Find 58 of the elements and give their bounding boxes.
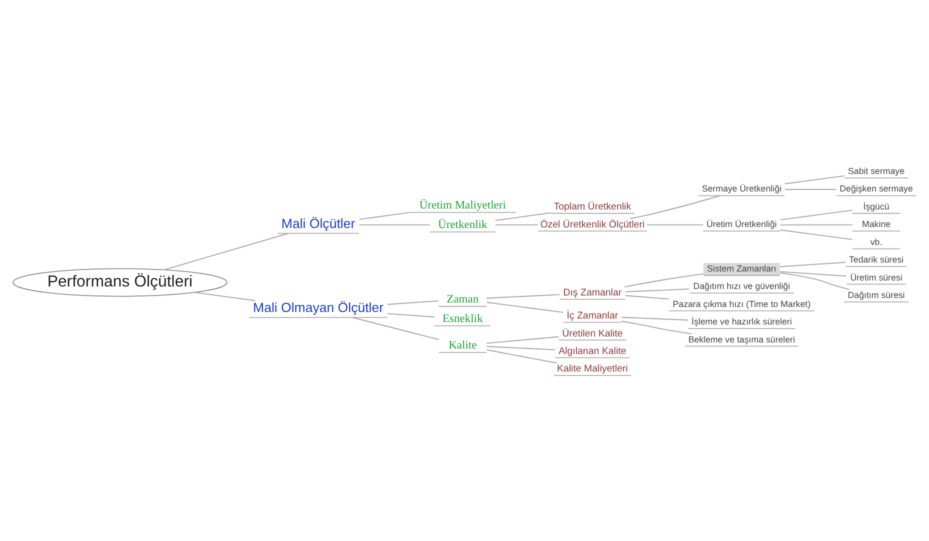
connector <box>486 302 564 313</box>
connector <box>622 320 692 334</box>
node-text: Mali Ölçütler <box>281 216 356 231</box>
connector <box>625 288 690 292</box>
node-text: Dağıtım hızı ve güvenliği <box>693 281 790 292</box>
connector <box>486 346 555 350</box>
node-text: Üretim Maliyetleri <box>419 199 506 212</box>
node-text: Toplam Üretkenlik <box>554 202 632 213</box>
node-text: Algılanan Kalite <box>558 346 626 358</box>
node-text: İşgücü <box>863 201 890 212</box>
connector <box>194 292 256 302</box>
node-text: Değişken sermaye <box>840 184 913 194</box>
node-text: Üretim Üretkenliği <box>706 219 777 230</box>
connector <box>784 188 836 190</box>
node-text: İşleme ve hazırlık süreleri <box>692 316 792 327</box>
node-text: Dağıtım süresi <box>848 290 905 300</box>
node-text: Sabit sermaye <box>848 166 905 176</box>
connector <box>388 313 435 318</box>
connector <box>359 224 430 226</box>
node-text: vb. <box>870 236 882 247</box>
node-text: Makine <box>862 219 891 230</box>
connector <box>780 210 852 220</box>
node-text: Üretim süresi <box>850 272 902 282</box>
connector <box>352 316 439 340</box>
node-text: Üretkenlik <box>438 218 488 231</box>
connector <box>486 294 560 299</box>
node-text: Dış Zamanlar <box>563 288 622 299</box>
connector <box>486 349 558 364</box>
connector <box>496 224 538 226</box>
connector <box>625 295 669 300</box>
node-text: Tedarik süresi <box>849 254 904 265</box>
connector <box>164 232 289 270</box>
connector <box>780 262 846 268</box>
connector <box>624 273 704 288</box>
node-text: Mali Olmayan Ölçütler <box>253 300 384 316</box>
node-text: Özel Üretkenlik Ölçütleri <box>540 219 645 230</box>
node-ellipse: Performans Ölçütleri <box>12 268 228 297</box>
node-text: İç Zamanlar <box>566 310 618 322</box>
connector <box>646 224 704 226</box>
connector <box>780 224 852 226</box>
node-text: Pazara çıkma hızı (Time to Market) <box>672 298 811 309</box>
connector <box>780 271 846 277</box>
connector <box>780 272 850 290</box>
node-text: Sermaye Üretkenliği <box>702 184 782 194</box>
connector <box>622 316 688 321</box>
node-text: Kalite Maliyetleri <box>556 364 628 375</box>
connector <box>359 212 410 220</box>
node-text: Üretilen Kalite <box>562 328 623 340</box>
node-text: Bekleme ve taşıma süreleri <box>688 334 795 344</box>
connector <box>784 175 844 184</box>
node-text: Kalite <box>448 339 477 352</box>
node-text: Zaman <box>446 293 479 306</box>
node-text: Esneklik <box>442 312 483 325</box>
connector <box>630 195 720 220</box>
connector <box>780 229 852 240</box>
connector <box>495 212 551 221</box>
connector <box>388 300 439 305</box>
connector <box>486 336 559 344</box>
